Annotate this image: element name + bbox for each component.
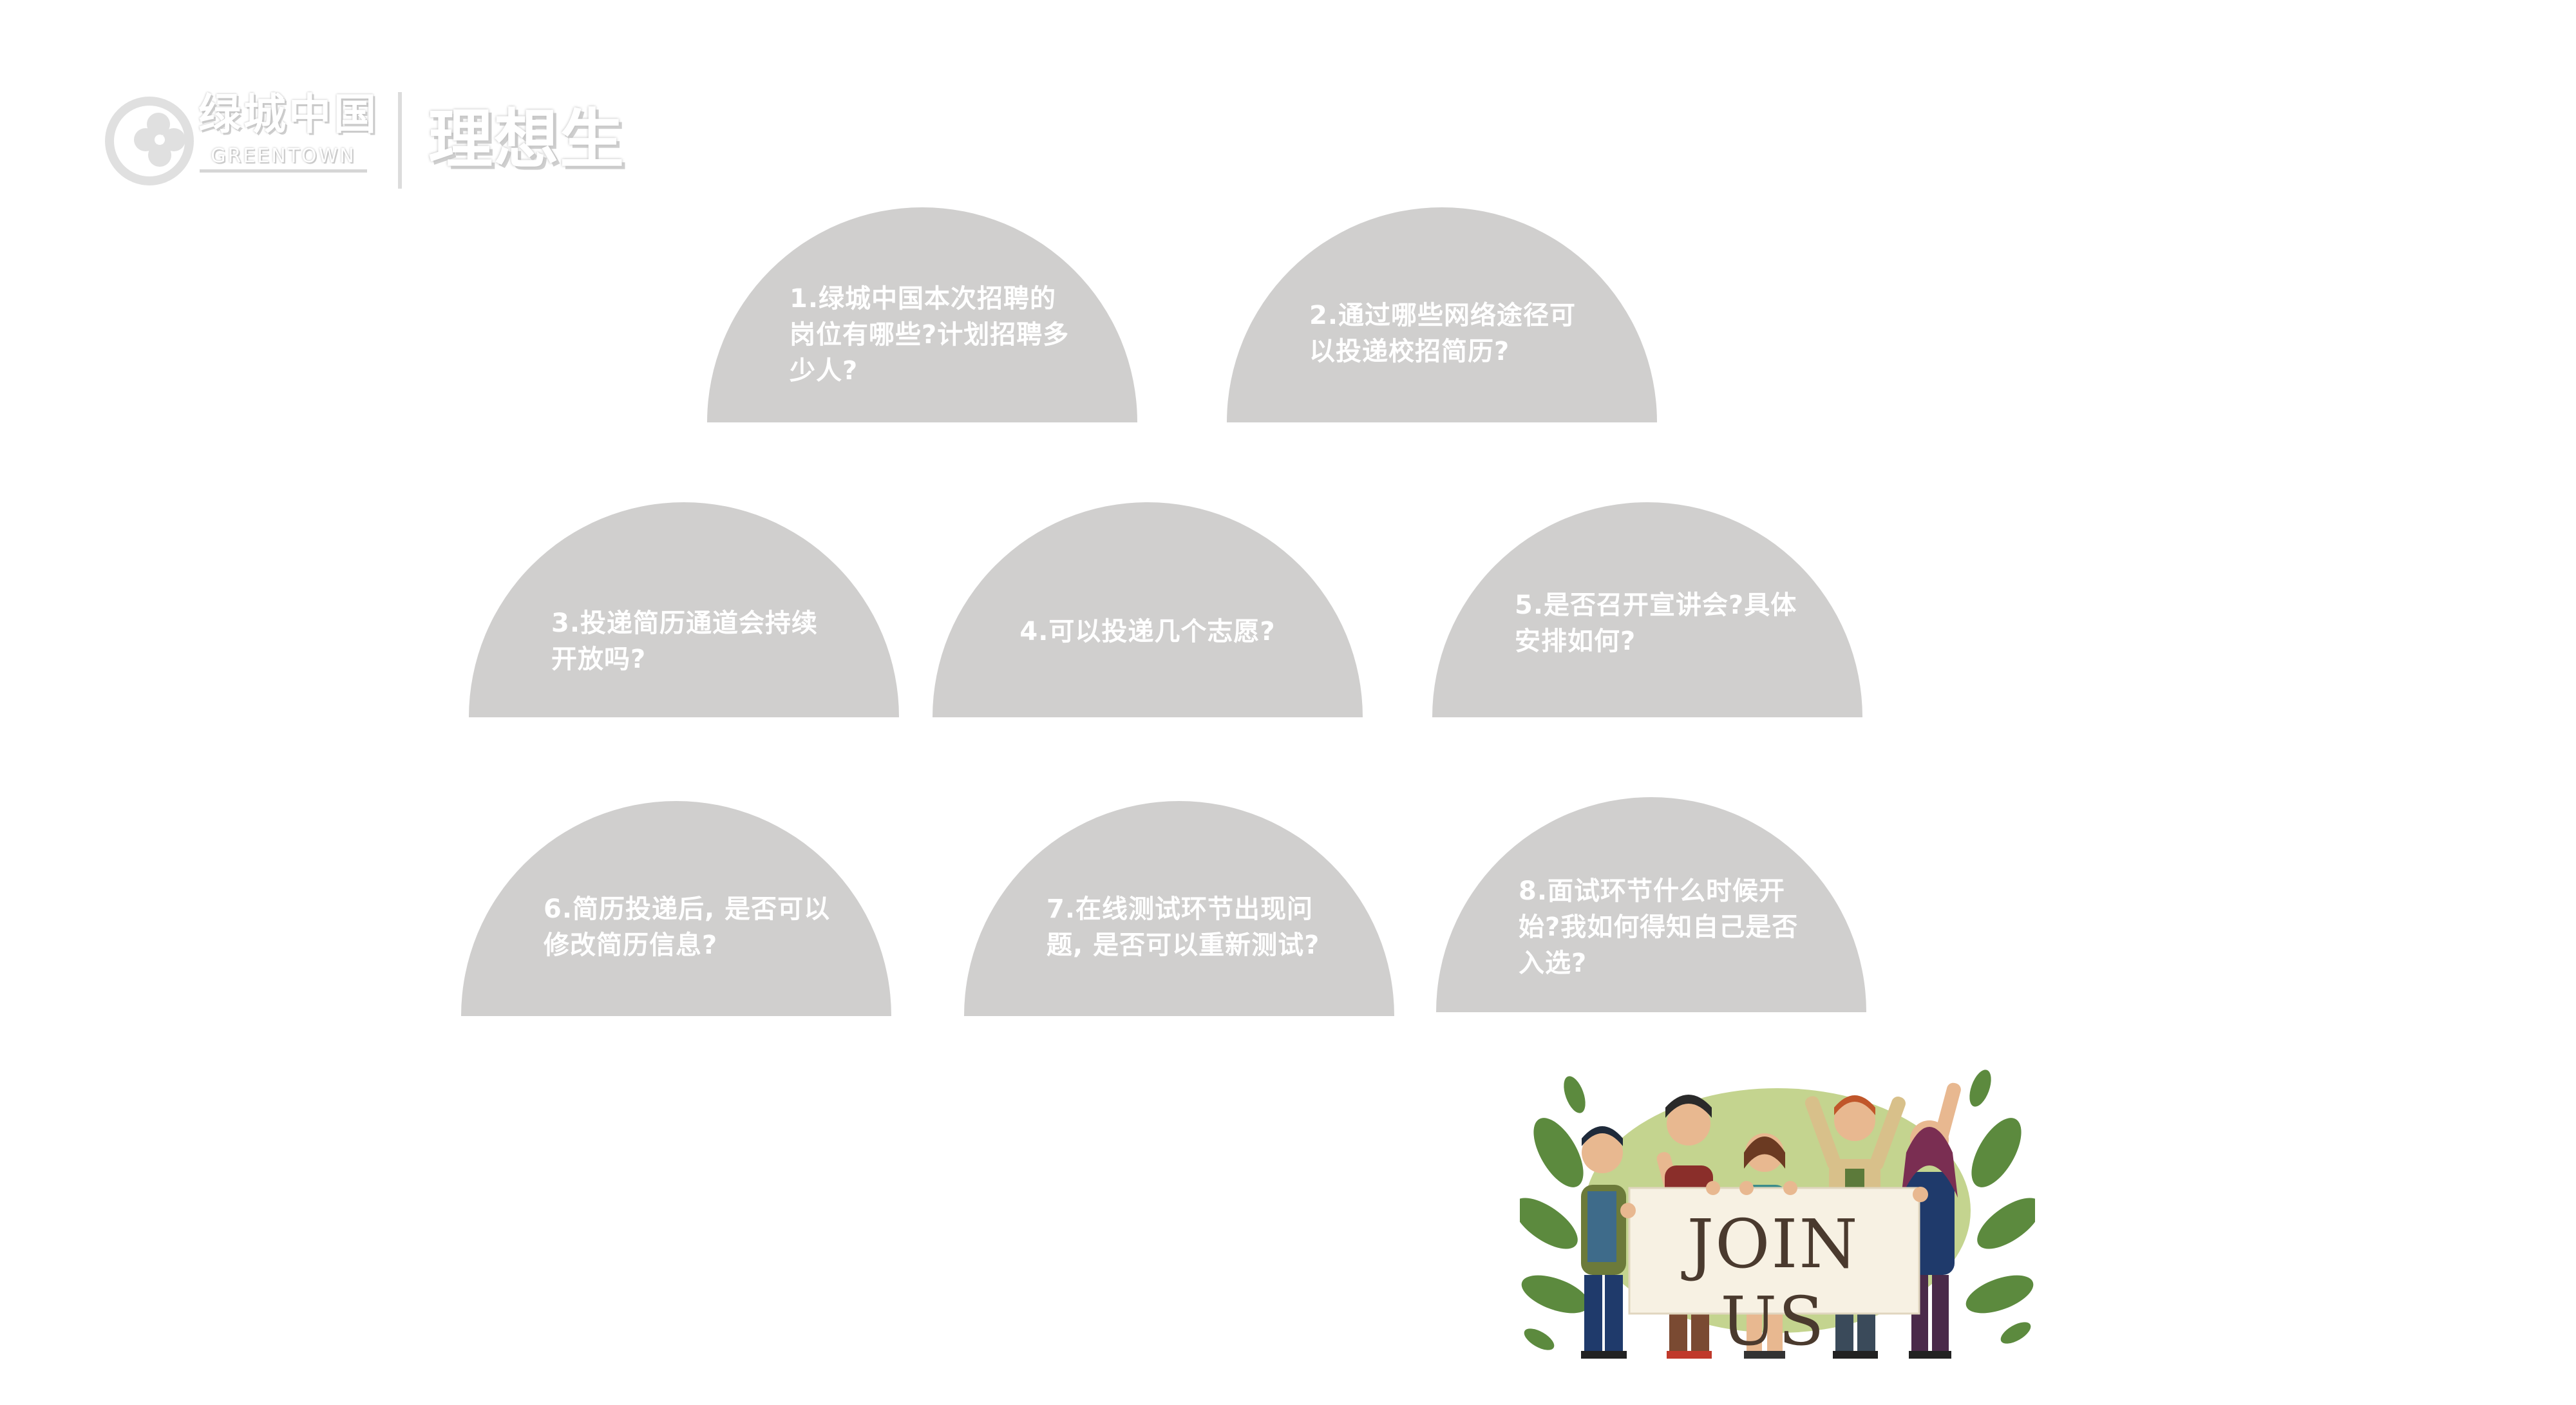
leaves-left xyxy=(1520,1076,1589,1350)
greentown-flower-icon xyxy=(105,97,194,185)
faq-semicircle-7: 7.在线测试环节出现问题, 是否可以重新测试? xyxy=(964,801,1394,1016)
faq-question-1: 1.绿城中国本次招聘的岗位有哪些?计划招聘多少人? xyxy=(790,284,1070,386)
brand-name-cn: 绿城中国 xyxy=(198,90,379,139)
people-holding-sign-illustration xyxy=(1520,1070,2035,1359)
leaves-right xyxy=(1965,1070,2035,1344)
faq-semicircle-8: 8.面试环节什么时候开始?我如何得知自己是否入选? xyxy=(1436,797,1866,1012)
faq-semicircle-6: 6.简历投递后, 是否可以修改简历信息? xyxy=(461,801,891,1016)
faq-question-4: 4.可以投递几个志愿? xyxy=(1019,617,1276,646)
faq-semicircle-5: 5.是否召开宣讲会?具体安排如何? xyxy=(1432,502,1862,717)
join-us-illustration: JOIN US xyxy=(1520,1056,2035,1372)
logo-divider xyxy=(398,92,402,189)
faq-question-7: 7.在线测试环节出现问题, 是否可以重新测试? xyxy=(1046,894,1320,960)
faq-question-6: 6.简历投递后, 是否可以修改简历信息? xyxy=(544,894,831,960)
join-us-sign-text: JOIN US xyxy=(1687,1205,1859,1361)
sub-brand-name: 理想生 xyxy=(428,102,625,177)
faq-semicircle-1: 1.绿城中国本次招聘的岗位有哪些?计划招聘多少人? xyxy=(707,207,1137,422)
sign-board xyxy=(1628,1187,1920,1315)
brand-name-en: GREENTOWN xyxy=(200,144,367,173)
faq-question-5: 5.是否召开宣讲会?具体安排如何? xyxy=(1515,590,1797,656)
faq-semicircle-3: 3.投递简历通道会持续开放吗? xyxy=(469,502,899,717)
faq-question-3: 3.投递简历通道会持续开放吗? xyxy=(551,608,819,674)
greentown-logo: 绿城中国 GREENTOWN 理想生 xyxy=(103,87,644,193)
faq-semicircle-2: 2.通过哪些网络途径可以投递校招简历? xyxy=(1227,207,1657,422)
person-1 xyxy=(1581,1126,1627,1359)
faq-question-2: 2.通过哪些网络途径可以投递校招简历? xyxy=(1309,301,1577,366)
faq-semicircle-4: 4.可以投递几个志愿? xyxy=(933,502,1363,717)
faq-question-8: 8.面试环节什么时候开始?我如何得知自己是否入选? xyxy=(1519,876,1799,978)
